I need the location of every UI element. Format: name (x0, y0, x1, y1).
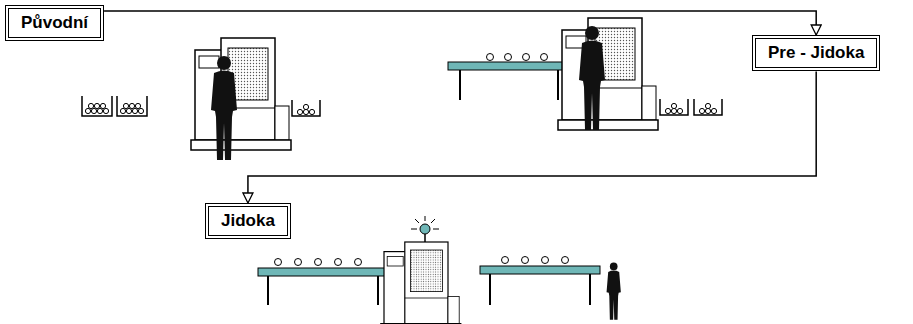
scene-label: Původní (5, 5, 104, 41)
scene-label: Jidoka (205, 203, 291, 239)
scene-original (82, 38, 320, 160)
scene-jidoka (258, 216, 621, 324)
label-text: Pre - Jidoka (768, 43, 864, 63)
scene-label: Pre - Jidoka (752, 35, 880, 71)
scene-pre-jidoka (448, 18, 722, 130)
label-text: Jidoka (221, 211, 275, 231)
flow-arrow (104, 11, 816, 35)
label-text: Původní (21, 13, 88, 33)
flow-arrow (248, 71, 816, 203)
